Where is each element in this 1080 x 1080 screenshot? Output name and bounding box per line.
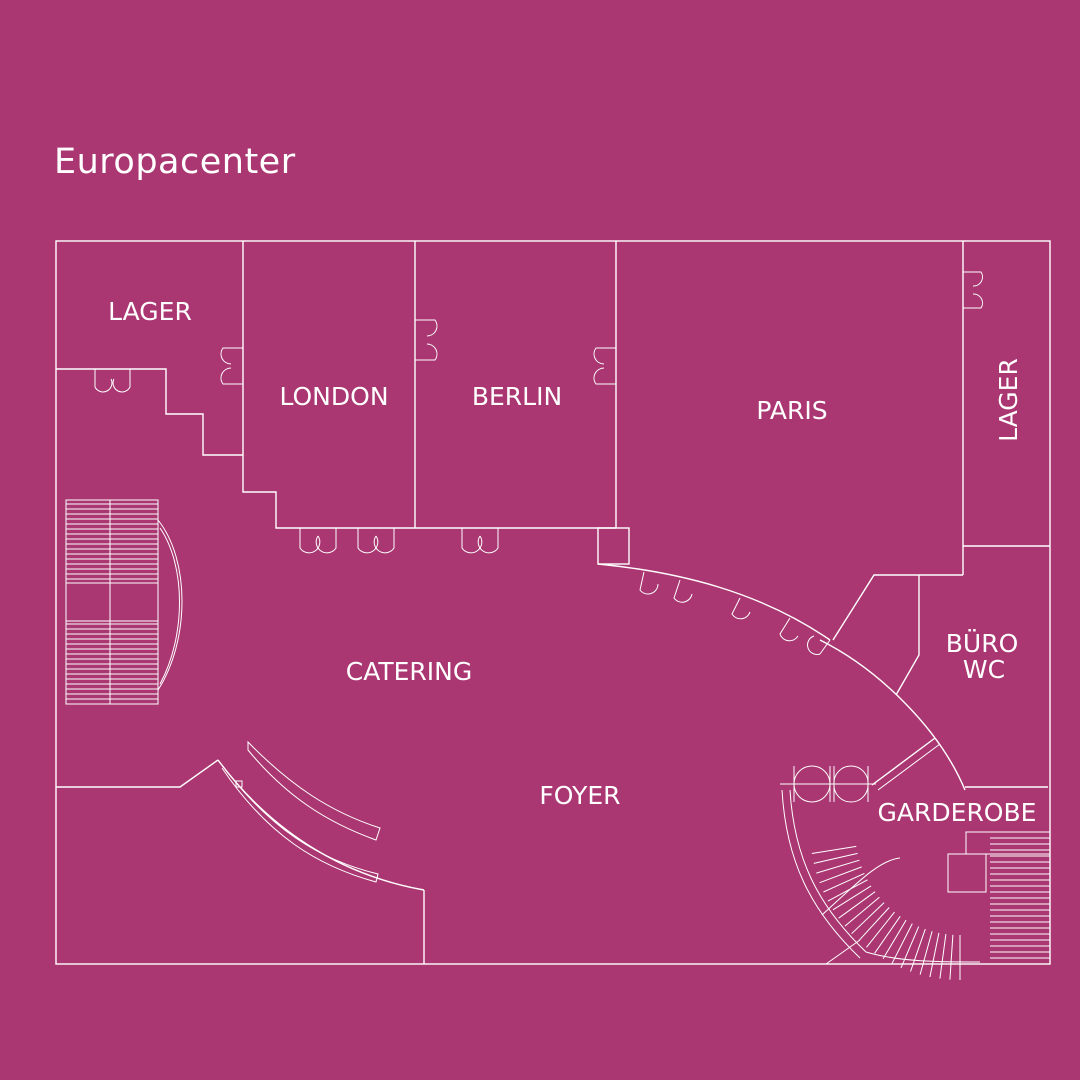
stair-tread bbox=[866, 911, 895, 948]
staircase-right bbox=[781, 789, 1051, 980]
interior-walls bbox=[56, 241, 1050, 964]
stair-tread bbox=[832, 885, 872, 911]
stair-tread bbox=[874, 916, 901, 954]
stair-tread bbox=[858, 907, 890, 942]
staircase-left bbox=[65, 499, 183, 705]
stair-tread bbox=[900, 926, 920, 969]
room-label-foyer: FOYER bbox=[539, 781, 620, 810]
room-label-catering: CATERING bbox=[346, 657, 473, 686]
stair-tread bbox=[813, 852, 858, 864]
stair-tread bbox=[816, 859, 860, 874]
stair-tread bbox=[929, 932, 940, 978]
floor-plan-title: Europacenter bbox=[54, 142, 296, 182]
stair-tread bbox=[882, 919, 907, 960]
stair-tread bbox=[851, 902, 885, 935]
stair-tread bbox=[910, 928, 926, 972]
stair-tread bbox=[939, 933, 947, 979]
stair-tread bbox=[811, 845, 857, 854]
curved-bench bbox=[217, 740, 381, 883]
stair-tread bbox=[891, 923, 913, 964]
room-label-lager-left: LAGER bbox=[108, 297, 192, 326]
outer-wall bbox=[55, 240, 1051, 965]
room-label-buero: BÜRO bbox=[946, 629, 1019, 658]
doors bbox=[94, 271, 984, 803]
room-label-lager-right: LAGER bbox=[994, 358, 1023, 442]
room-label-paris: PARIS bbox=[756, 396, 827, 425]
stair-tread bbox=[823, 872, 865, 893]
stair-tread bbox=[844, 896, 880, 927]
stair-tread bbox=[919, 931, 933, 975]
room-label-berlin: BERLIN bbox=[472, 382, 562, 411]
stair-tread bbox=[827, 879, 868, 902]
stair-tread bbox=[838, 891, 876, 919]
room-label-wc: WC bbox=[963, 655, 1005, 684]
room-label-london: LONDON bbox=[279, 382, 388, 411]
stair-tread bbox=[949, 934, 954, 980]
stair-tread bbox=[819, 866, 862, 884]
room-label-garderobe: GARDEROBE bbox=[878, 798, 1037, 827]
